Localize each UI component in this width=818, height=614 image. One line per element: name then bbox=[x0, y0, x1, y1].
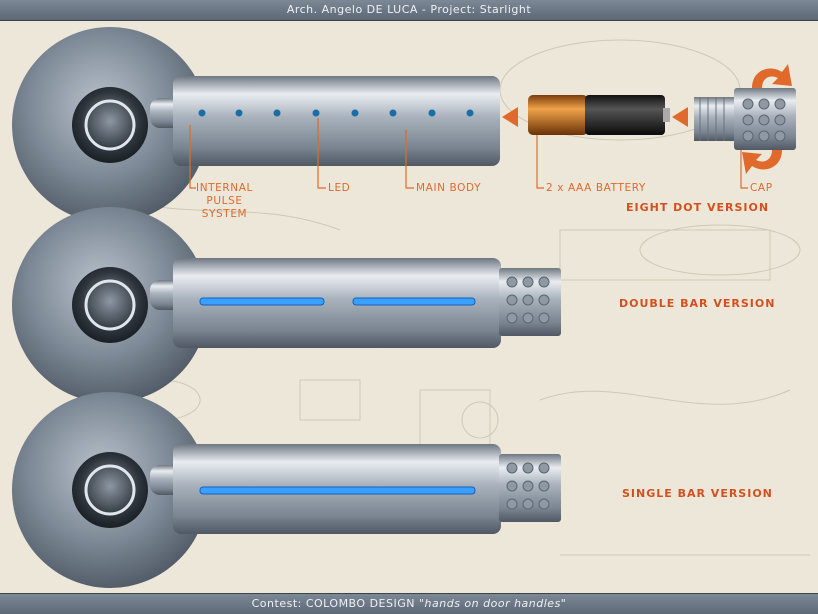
footer-prefix: Contest: COLOMBO DESIGN bbox=[251, 597, 415, 610]
header-bar: Arch. Angelo DE LUCA - Project: Starligh… bbox=[0, 0, 818, 21]
version-eight-dot: EIGHT DOT VERSION bbox=[626, 201, 770, 214]
rotate-arrow-icon bbox=[742, 150, 782, 174]
label-internal-pulse-system: INTERNAL PULSE SYSTEM bbox=[196, 182, 253, 221]
header-title: Arch. Angelo DE LUCA - Project: Starligh… bbox=[286, 3, 532, 16]
arrow-left-icon bbox=[672, 107, 688, 127]
footer-bar: Contest: COLOMBO DESIGN "hands on door h… bbox=[0, 593, 818, 614]
handle-eight-dot bbox=[12, 27, 500, 223]
version-double-bar: DOUBLE BAR VERSION bbox=[619, 297, 776, 310]
label-led: LED bbox=[328, 182, 351, 194]
label-line: SYSTEM bbox=[201, 208, 248, 220]
cap bbox=[694, 88, 796, 150]
arrow-left-icon bbox=[502, 107, 518, 127]
rotate-arrow-icon bbox=[752, 64, 792, 88]
footer-quote: "hands on door handles" bbox=[418, 597, 567, 610]
label-lines bbox=[189, 118, 748, 189]
handle-single-bar bbox=[12, 392, 561, 588]
handle-double-bar bbox=[12, 207, 561, 403]
label-line: INTERNAL bbox=[196, 182, 253, 194]
battery bbox=[528, 95, 670, 135]
version-single-bar: SINGLE BAR VERSION bbox=[622, 487, 773, 500]
label-battery: 2 x AAA BATTERY bbox=[546, 182, 646, 194]
label-line: PULSE bbox=[206, 195, 243, 207]
label-main-body: MAIN BODY bbox=[416, 182, 482, 194]
label-cap: CAP bbox=[750, 182, 773, 194]
